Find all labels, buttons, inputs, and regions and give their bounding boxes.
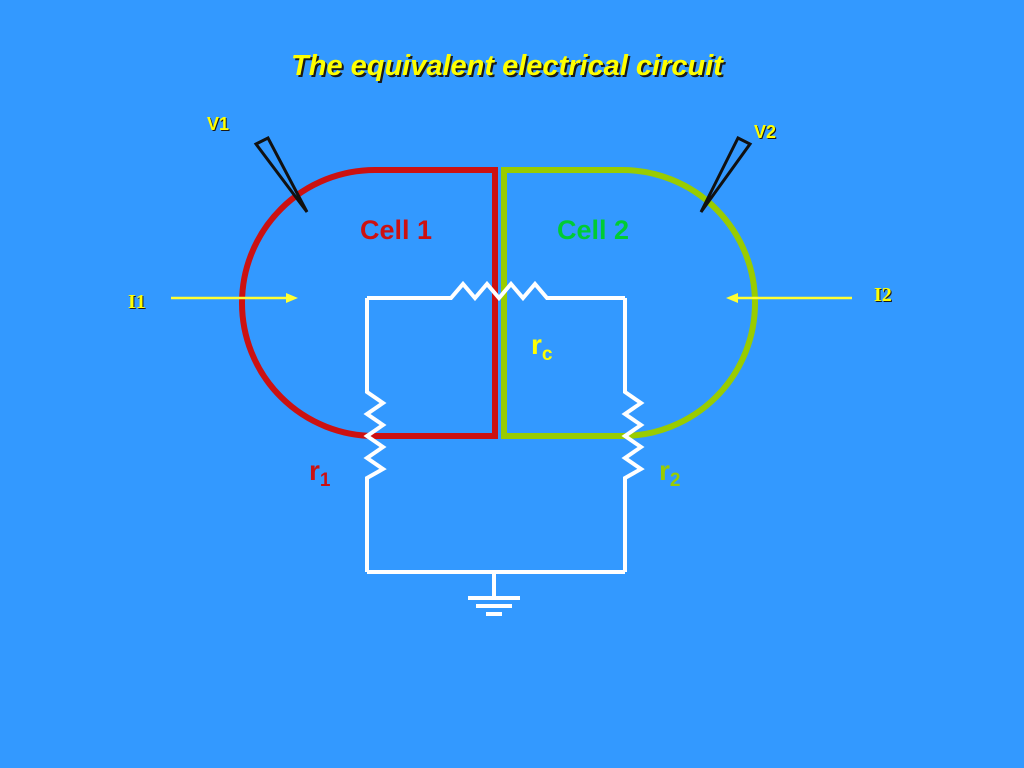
ground-symbol-icon (468, 596, 520, 616)
slide-title: The equivalent electrical circuit (291, 50, 723, 82)
resistor-r2-symbol: r (659, 455, 670, 486)
resistor-r2-subscript: 2 (669, 470, 681, 491)
resistor-rc-zigzag (367, 280, 625, 302)
current-arrow-i2-icon (726, 293, 852, 303)
resistor-r2-label: r2 (659, 455, 680, 492)
probe-v2-label: V2 (754, 122, 777, 142)
cell2-outline (501, 167, 758, 439)
cell1-outline (239, 167, 498, 439)
circuit-wires (363, 280, 645, 598)
current-arrow-i1-icon (171, 293, 298, 303)
probe-v1-label: V1 (207, 114, 230, 134)
resistor-r1-symbol: r (309, 455, 320, 486)
microelectrode-v1-icon (253, 136, 309, 213)
resistor-rc-label: rc (531, 329, 552, 366)
resistor-rc-subscript: c (541, 344, 553, 365)
resistor-r1-subscript: 1 (319, 470, 331, 491)
resistor-rc-symbol: r (531, 329, 542, 360)
cell2-label: Cell 2 (557, 215, 630, 245)
current-i2-label: I2 (874, 284, 892, 306)
resistor-r2-zigzag (621, 298, 645, 572)
cell1-label: Cell 1 (360, 215, 433, 245)
current-i1-label: I1 (128, 291, 146, 313)
resistor-r1-zigzag (363, 298, 387, 572)
resistor-r1-label: r1 (309, 455, 330, 492)
microelectrode-v2-icon (699, 135, 753, 213)
